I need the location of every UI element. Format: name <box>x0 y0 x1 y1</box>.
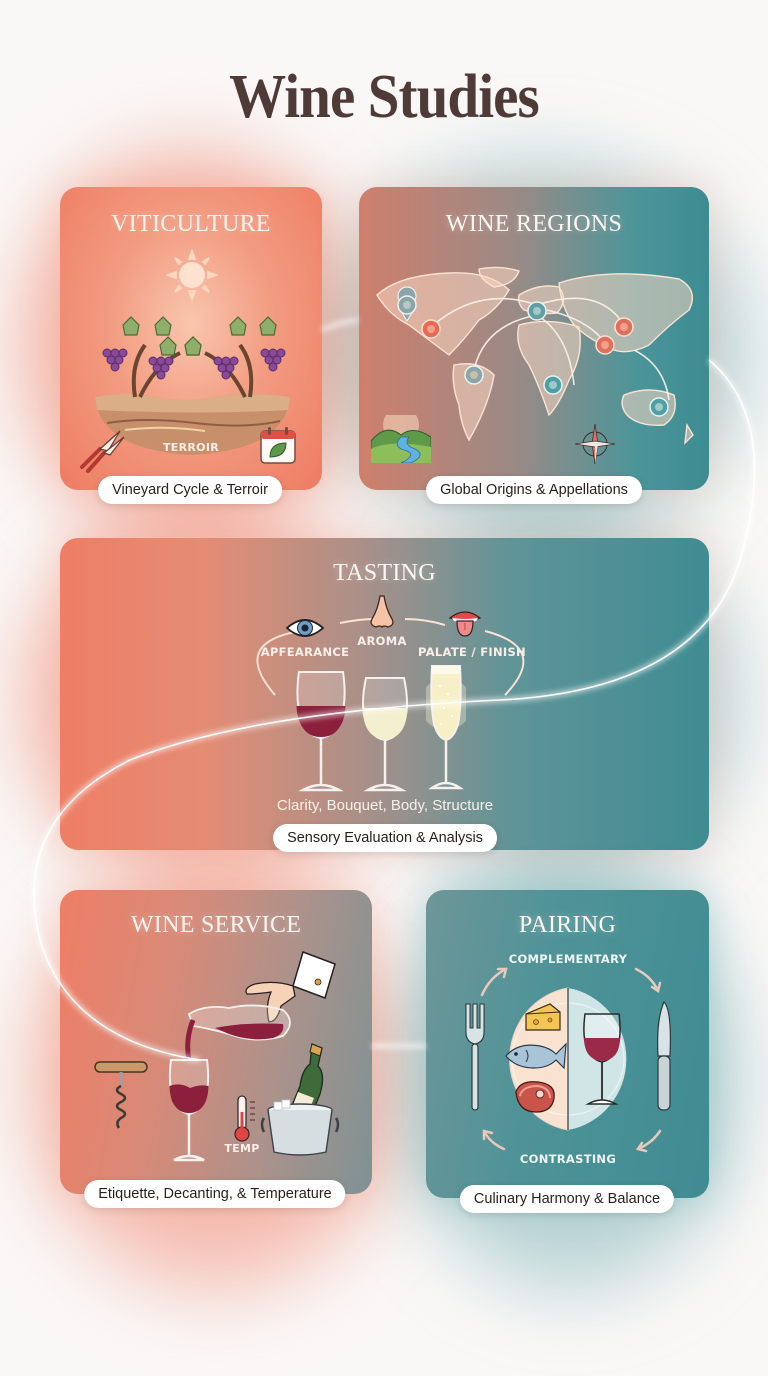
wine-service-pill[interactable]: Etiquette, Decanting, & Temperature <box>84 1180 346 1208</box>
terroir-label: TERROIR <box>163 441 219 454</box>
wine-service-card[interactable]: WINE SERVICE TEMP <box>60 890 372 1208</box>
viticulture-card[interactable]: VITICULTURE <box>60 187 322 504</box>
tasting-title: TASTING <box>333 560 436 586</box>
eye-icon <box>285 619 325 637</box>
thermometer-icon <box>234 1095 255 1142</box>
viticulture-title: VITICULTURE <box>111 211 271 237</box>
landscape-river-icon <box>371 415 431 463</box>
mouth-icon <box>448 611 482 637</box>
nose-icon <box>370 595 394 628</box>
wine-regions-title: WINE REGIONS <box>445 211 623 237</box>
wine-regions-pill[interactable]: Global Origins & Appellations <box>426 476 642 504</box>
calendar-leaf-icon <box>260 427 296 464</box>
steak-icon <box>515 1081 555 1113</box>
compass-rose-icon <box>574 423 616 465</box>
sun-icon <box>166 249 218 301</box>
page-title: Wine Studies <box>229 63 540 131</box>
pairing-card[interactable]: PAIRING COMPLEMENTARY <box>426 890 709 1213</box>
contrasting-label: CONTRASTING <box>519 1152 617 1166</box>
red-wine-glass <box>296 671 346 792</box>
pruning-shears-icon <box>80 430 125 473</box>
temp-label: TEMP <box>224 1142 260 1155</box>
fork-icon <box>465 1003 485 1111</box>
corkscrew-icon <box>94 1061 148 1129</box>
knife-icon <box>657 1000 671 1111</box>
tasting-pill[interactable]: Sensory Evaluation & Analysis <box>273 824 497 852</box>
fish-icon <box>505 1042 567 1070</box>
tasting-step-palate: PALATE / FINISH <box>418 645 526 659</box>
sparkling-flute <box>426 665 466 790</box>
wine-glass-icon <box>583 1013 621 1105</box>
tasting-subtitle: Clarity, Bouquet, Body, Structure <box>276 797 494 814</box>
tasting-step-appearance: APFEARANCE <box>260 645 350 659</box>
tasting-step-aroma: AROMA <box>357 634 407 648</box>
tasting-card[interactable]: TASTING APFEARANCE AROMA PALATE / FINISH <box>60 538 709 852</box>
cheese-icon <box>525 1003 561 1031</box>
viticulture-pill[interactable]: Vineyard Cycle & Terroir <box>98 476 282 504</box>
white-wine-glass <box>362 677 408 792</box>
wine-regions-card[interactable]: WINE REGIONS <box>359 187 709 504</box>
wine-service-title: WINE SERVICE <box>130 912 302 938</box>
pairing-title: PAIRING <box>518 912 617 938</box>
pairing-pill[interactable]: Culinary Harmony & Balance <box>459 1185 675 1213</box>
wine-glass-icon <box>168 1059 210 1162</box>
ice-bucket-icon <box>260 1043 340 1156</box>
